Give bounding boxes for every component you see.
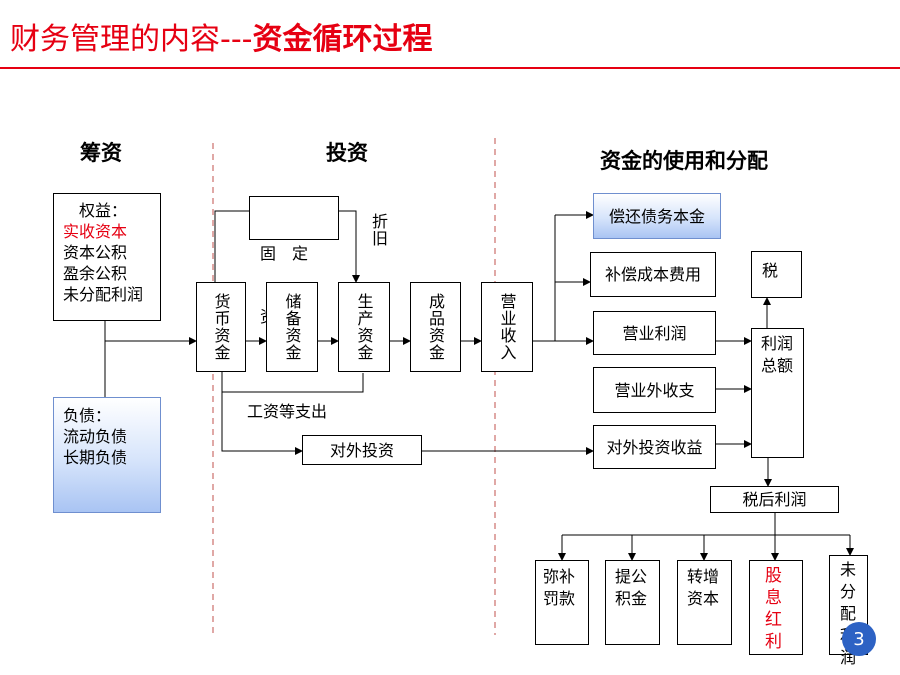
non-operating-box: 营业外收支 (593, 367, 716, 413)
title-underline (0, 67, 900, 69)
liability-item-long-term: 长期负债 (63, 448, 128, 467)
investment-income-label: 对外投资收益 (606, 437, 703, 457)
header-usage: 资金的使用和分配 (600, 149, 768, 173)
total-profit-label: 利润总额 (761, 334, 794, 375)
undistributed-box: 未分配利润 (829, 555, 868, 667)
total-profit-box: 利润总额 (751, 328, 804, 458)
equity-item-undistributed-profit: 未分配利润 (63, 285, 144, 304)
cash-to-investment-arrow (221, 392, 303, 455)
surplus-reserve-box: 提公积金 (605, 560, 660, 645)
equity-item-paid-in-capital: 实收资本 (63, 222, 128, 241)
capital-increase-label: 转增资本 (687, 567, 720, 608)
fixed-assets-box: 固 定 资 产 (249, 196, 339, 326)
repay-debt-box: 偿还债务本金 (593, 193, 721, 239)
compensate-cost-box: 补偿成本费用 (590, 252, 716, 297)
external-investment-box: 对外投资 (302, 435, 422, 465)
title-prefix: 财务管理的内容--- (10, 22, 253, 57)
penalty-box: 弥补罚款 (535, 560, 589, 645)
repay-debt-label: 偿还债务本金 (608, 206, 705, 226)
production-funds-label: 生产资金 (354, 293, 374, 361)
wages-label: 工资等支出 (247, 402, 328, 421)
equity-box: 权益： 实收资本 资本公积 盈余公积 未分配利润 (53, 193, 161, 321)
title-emphasis: 资金循环过程 (252, 22, 433, 57)
operating-revenue-label: 营业收入 (497, 293, 517, 361)
tax-label: 税 (762, 261, 779, 280)
dividend-box: 股息红利 (749, 560, 803, 655)
after-tax-profit-box: 税后利润 (710, 486, 839, 513)
operating-profit-box: 营业利润 (593, 311, 716, 355)
operating-profit-label: 营业利润 (622, 323, 687, 343)
liability-box: 负债： 流动负债 长期负债 (53, 397, 161, 513)
cash-funds-label: 货币资金 (211, 293, 231, 361)
external-investment-label: 对外投资 (329, 440, 394, 460)
wages-line (221, 372, 364, 393)
dividend-label: 股息红利 (765, 566, 782, 652)
slide-title: 财务管理的内容---资金循环过程 (10, 14, 432, 58)
surplus-reserve-label: 提公积金 (615, 567, 648, 608)
cash-to-fixed-assets-line (214, 210, 249, 282)
header-investing: 投资 (326, 141, 368, 165)
liability-item-current: 流动负债 (63, 427, 128, 446)
production-funds-box: 生产资金 (338, 282, 390, 372)
equity-item-capital-reserve: 资本公积 (63, 243, 128, 262)
equity-item-surplus-reserve: 盈余公积 (63, 264, 128, 283)
investment-income-box: 对外投资收益 (593, 425, 716, 469)
compensate-cost-label: 补偿成本费用 (604, 265, 701, 284)
page-number: 3 (853, 628, 865, 650)
non-operating-label: 营业外收支 (614, 380, 695, 400)
fixed-assets-line1: 固 定 (260, 244, 309, 263)
reserve-funds-box: 储备资金 (266, 282, 318, 372)
equity-heading: 权益： (79, 201, 128, 220)
header-financing: 筹资 (80, 141, 122, 165)
depreciation-arrow (339, 210, 360, 283)
depreciation-label: 折旧 (369, 213, 388, 247)
cash-funds-box: 货币资金 (196, 282, 246, 372)
after-tax-profit-label: 税后利润 (742, 490, 807, 509)
reserve-funds-label: 储备资金 (282, 293, 302, 361)
liability-heading: 负债： (63, 406, 112, 425)
penalty-label: 弥补罚款 (543, 567, 576, 608)
tax-box: 税 (751, 251, 802, 298)
page-number-badge: 3 (842, 622, 876, 656)
finished-goods-funds-box: 成品资金 (410, 282, 461, 372)
operating-revenue-box: 营业收入 (481, 282, 533, 372)
capital-increase-box: 转增资本 (677, 560, 732, 645)
finished-goods-funds-label: 成品资金 (426, 293, 445, 361)
